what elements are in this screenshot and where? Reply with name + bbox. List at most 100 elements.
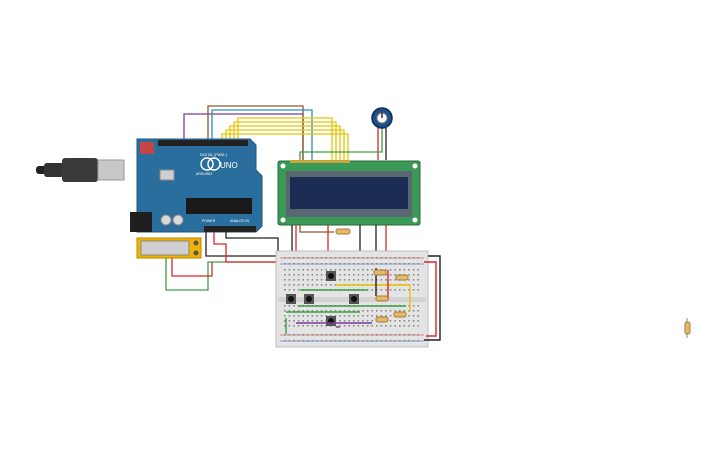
breadboard-hole bbox=[403, 269, 406, 271]
breadboard-hole bbox=[307, 269, 309, 271]
breadboard-hole bbox=[339, 315, 341, 317]
breadboard-hole bbox=[288, 334, 291, 336]
breadboard-hole bbox=[307, 284, 309, 286]
arduino-uno-board[interactable]: UNO DIGITAL (PWM~) ARDUINO POWER ANALOG … bbox=[130, 138, 263, 233]
breadboard-hole bbox=[362, 279, 364, 281]
breadboard-hole bbox=[284, 289, 286, 291]
push-button[interactable] bbox=[326, 271, 336, 281]
breadboard-hole bbox=[417, 320, 419, 322]
breadboard-hole bbox=[385, 315, 387, 317]
breadboard-hole bbox=[325, 315, 327, 317]
breadboard-hole bbox=[366, 334, 369, 336]
breadboard-hole bbox=[288, 325, 291, 327]
reset-button[interactable] bbox=[140, 142, 154, 154]
breadboard-hole bbox=[348, 320, 350, 322]
breadboard-hole bbox=[316, 274, 318, 276]
breadboard-hole bbox=[357, 257, 360, 259]
resistor-lcd[interactable] bbox=[335, 228, 351, 235]
breadboard-hole bbox=[320, 257, 323, 259]
breadboard-hole bbox=[394, 334, 396, 336]
breadboard-hole bbox=[385, 269, 387, 271]
loose-resistor[interactable] bbox=[684, 318, 691, 338]
lcd-display[interactable] bbox=[277, 160, 421, 226]
breadboard-hole bbox=[297, 269, 300, 271]
breadboard-hole bbox=[412, 257, 415, 259]
breadboard-hole bbox=[297, 320, 300, 322]
breadboard-hole bbox=[353, 310, 355, 312]
breadboard-hole bbox=[353, 257, 355, 259]
breadboard-hole bbox=[297, 325, 300, 327]
breadboard-hole bbox=[311, 320, 314, 322]
breadboard-hole bbox=[320, 310, 323, 312]
breadboard-hole bbox=[334, 284, 337, 286]
breadboard-hole bbox=[320, 315, 323, 317]
breadboard-hole bbox=[408, 325, 410, 327]
breadboard-hole bbox=[316, 320, 318, 322]
breadboard-hole bbox=[343, 325, 346, 327]
breadboard-hole bbox=[284, 269, 286, 271]
breadboard-hole bbox=[293, 315, 295, 317]
breadboard-hole bbox=[371, 334, 373, 336]
breadboard-hole bbox=[371, 340, 373, 342]
push-buttons[interactable] bbox=[286, 271, 359, 326]
breadboard-hole bbox=[348, 257, 350, 259]
breadboard-resistors[interactable] bbox=[373, 269, 409, 323]
battery-pack[interactable] bbox=[136, 237, 202, 259]
push-button[interactable] bbox=[304, 294, 314, 304]
breadboard-hole bbox=[293, 320, 295, 322]
breadboard-hole bbox=[348, 269, 350, 271]
breadboard-hole bbox=[311, 279, 314, 281]
push-button[interactable] bbox=[286, 294, 296, 304]
breadboard-hole bbox=[297, 334, 300, 336]
breadboard-hole bbox=[366, 340, 369, 342]
push-button[interactable] bbox=[349, 294, 359, 304]
breadboard-hole bbox=[297, 279, 300, 281]
breadboard-hole bbox=[412, 315, 415, 317]
breadboard-hole bbox=[311, 274, 314, 276]
breadboard-hole bbox=[325, 334, 327, 336]
breadboard-hole bbox=[320, 279, 323, 281]
digital-header bbox=[158, 140, 248, 146]
breadboard-hole bbox=[399, 325, 401, 327]
breadboard-hole bbox=[371, 274, 373, 276]
breadboard-hole bbox=[394, 340, 396, 342]
breadboard-hole bbox=[417, 315, 419, 317]
breadboard-hole bbox=[366, 263, 369, 265]
breadboard-hole bbox=[408, 257, 410, 259]
breadboard-hole bbox=[366, 310, 369, 312]
breadboard-hole bbox=[325, 263, 327, 265]
potentiometer[interactable] bbox=[299, 107, 393, 160]
breadboard-hole bbox=[316, 269, 318, 271]
breadboard-hole bbox=[380, 340, 383, 342]
breadboard-hole bbox=[408, 340, 410, 342]
breadboard-hole bbox=[357, 315, 360, 317]
breadboard-hole bbox=[316, 310, 318, 312]
breadboard-hole bbox=[417, 305, 419, 307]
breadboard-hole bbox=[353, 274, 355, 276]
breadboard-hole bbox=[297, 289, 300, 291]
breadboard-hole bbox=[380, 257, 383, 259]
breadboard-hole bbox=[288, 279, 291, 281]
breadboard-hole bbox=[417, 289, 419, 291]
breadboard-hole bbox=[302, 315, 304, 317]
breadboard-hole bbox=[343, 320, 346, 322]
breadboard-hole bbox=[302, 334, 304, 336]
breadboard-hole bbox=[330, 315, 332, 317]
breadboard-hole bbox=[316, 257, 318, 259]
breadboard-hole bbox=[412, 320, 415, 322]
analog-header bbox=[204, 226, 256, 232]
breadboard-hole bbox=[293, 310, 295, 312]
breadboard-hole bbox=[371, 325, 373, 327]
breadboard-hole bbox=[389, 257, 392, 259]
breadboard-hole bbox=[376, 289, 378, 291]
breadboard-hole bbox=[408, 263, 410, 265]
breadboard-hole bbox=[284, 310, 286, 312]
breadboard-hole bbox=[362, 325, 364, 327]
breadboard-hole bbox=[316, 315, 318, 317]
breadboard-hole bbox=[376, 325, 378, 327]
push-button[interactable] bbox=[326, 316, 336, 326]
breadboard-hole bbox=[293, 289, 295, 291]
breadboard-hole bbox=[307, 279, 309, 281]
breadboard-hole bbox=[412, 263, 415, 265]
breadboard-hole bbox=[376, 334, 378, 336]
